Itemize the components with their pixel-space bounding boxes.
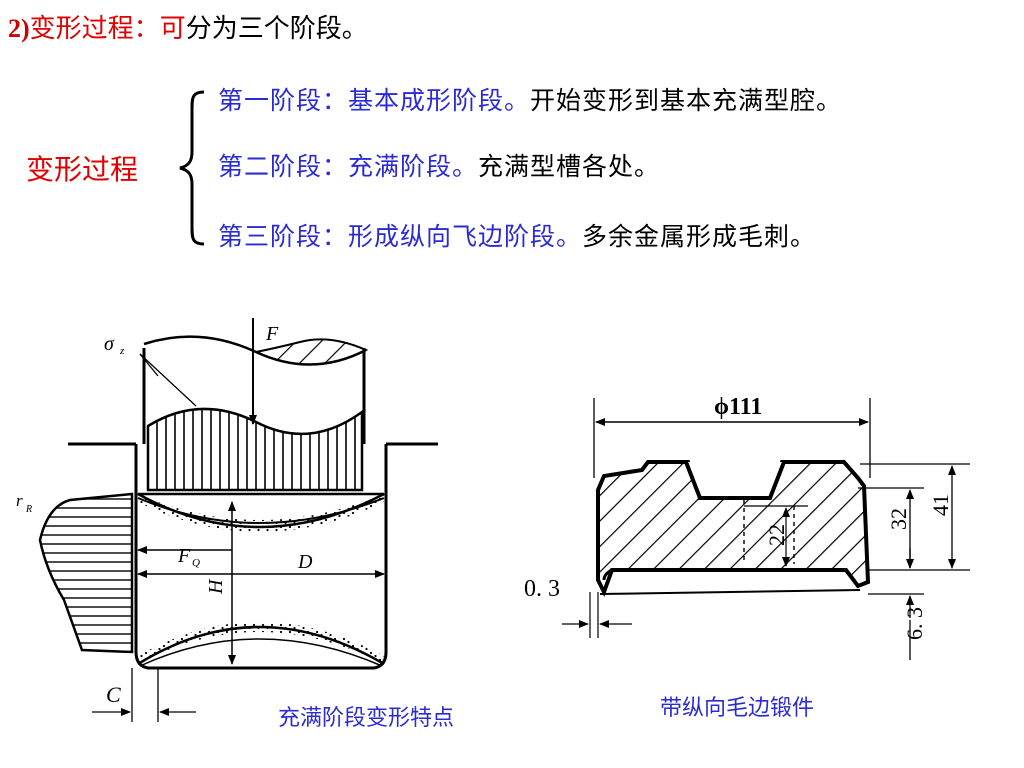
label-force: F (265, 323, 279, 345)
label-dim-32: 32 (886, 508, 911, 530)
label-height: H (205, 578, 227, 595)
stage-1-name: 第一阶段：基本成形阶段。 (218, 86, 531, 115)
stage-3-desc: 多余金属形成毛刺。 (582, 222, 817, 251)
heading-term: 变形过程： (29, 14, 160, 44)
label-phi111: ϕ111 (714, 394, 762, 420)
label-fq-sub: Q (192, 557, 200, 569)
stage-1-desc: 开始变形到基本充满型腔。 (530, 86, 843, 115)
caption-fill-stage: 充满阶段变形特点 (278, 706, 455, 731)
label-dim-22: 22 (764, 524, 789, 546)
label-sigma-sub: z (119, 345, 125, 357)
stage-3: 第三阶段：形成纵向飞边阶段。多余金属形成毛刺。 (218, 220, 816, 254)
label-diameter: D (297, 551, 313, 573)
caption-flash-forging: 带纵向毛边锻件 (660, 696, 815, 721)
left-figure: σ z F r R F Q D H C (16, 318, 438, 722)
stage-1: 第一阶段：基本成形阶段。开始变形到基本充满型腔。 (218, 84, 842, 118)
label-fr: r (16, 491, 23, 510)
label-sigma: σ (104, 333, 115, 355)
stage-2-desc: 充满型槽各处。 (478, 152, 661, 181)
label-fr-sub: R (25, 504, 32, 515)
process-label: 变形过程 (26, 153, 139, 186)
heading-rest: 分为三个阶段。 (185, 14, 368, 44)
section-heading: 2)变形过程：可分为三个阶段。 (8, 12, 368, 46)
label-gap: 0. 3 (524, 576, 560, 602)
heading-highlight: 可 (159, 14, 186, 44)
label-fq: F (177, 545, 191, 567)
right-figure: ϕ111 0. 3 22 32 41 6. 3 (524, 394, 970, 660)
label-dim-63: 6. 3 (902, 607, 927, 640)
heading-number: 2) (8, 14, 30, 43)
stage-3-name: 第三阶段：形成纵向飞边阶段。 (218, 222, 583, 251)
label-clearance: C (106, 682, 121, 707)
label-dim-41: 41 (928, 494, 953, 516)
curly-brace (179, 90, 205, 246)
stage-2: 第二阶段：充满阶段。充满型槽各处。 (218, 150, 660, 184)
diagram-canvas: σ z F r R F Q D H C (16, 318, 970, 722)
stage-2-name: 第二阶段：充满阶段。 (218, 152, 479, 181)
